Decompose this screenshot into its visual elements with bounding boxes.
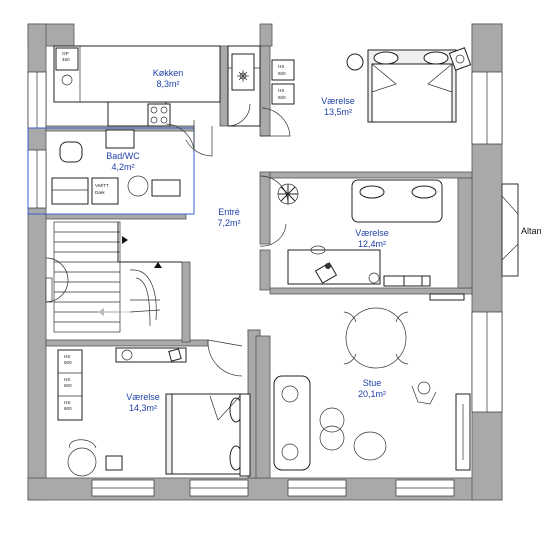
appliance-label: VM/TT: [95, 183, 109, 188]
reading-chair: [67, 439, 123, 477]
room-label-entry: Entré 7,2m²: [217, 207, 240, 228]
doors: [45, 103, 291, 377]
room-name: Værelse: [321, 96, 355, 106]
wardrobe: HS 600 HS 600 HS 600: [57, 349, 83, 421]
appliance-label: 600: [278, 71, 286, 76]
appliance-op: OP 450: [62, 51, 70, 62]
appliance-label: OP: [62, 51, 69, 56]
bathroom-fixtures: VM/TT Dæk: [51, 129, 181, 205]
windows: [27, 71, 503, 497]
room-label-bedroom3: Værelse 14,3m²: [126, 392, 160, 413]
appliance-label: HS: [64, 377, 70, 382]
room-name: Bad/WC: [106, 151, 140, 161]
person-icon: [411, 381, 437, 405]
room-area: 7,2m²: [217, 218, 240, 228]
room-label-bedroom2: Værelse 12,4m²: [355, 228, 389, 249]
dining-table: [343, 307, 409, 369]
room-name: Værelse: [355, 228, 389, 238]
room-area: 13,5m²: [324, 107, 352, 117]
appliance-label: 600: [278, 95, 286, 100]
sofa-bed: [351, 179, 443, 223]
room-label-kitchen: Køkken 8,3m²: [153, 68, 184, 89]
room-label-living: Stue 20,1m²: [358, 378, 386, 399]
appliance-label: 600: [64, 406, 72, 411]
room-name: Køkken: [153, 68, 184, 78]
room-area: 20,1m²: [358, 389, 386, 399]
room-area: 8,3m²: [156, 79, 179, 89]
room-label-bath: Bad/WC 4,2m²: [106, 151, 140, 172]
appliance-label: 600: [64, 360, 72, 365]
balcony-label: Altan: [521, 226, 542, 236]
appliance-label: Dæk: [95, 190, 105, 195]
bathroom-outline: [27, 127, 195, 215]
room-area: 12,4m²: [358, 239, 386, 249]
balcony: Altan: [501, 183, 542, 277]
desk: [287, 245, 465, 301]
appliance-label: 600: [64, 383, 72, 388]
appliance-label: HS: [278, 88, 284, 93]
appliance-label: HS: [64, 400, 70, 405]
room-label-bedroom1: Værelse 13,5m²: [321, 96, 355, 117]
room-area: 14,3m²: [129, 403, 157, 413]
bed-double-1: [346, 47, 472, 123]
sun-icon: [237, 70, 249, 82]
stove-icon: [147, 103, 171, 127]
room-name: Værelse: [126, 392, 160, 402]
plant-icon: [277, 183, 299, 205]
appliance-label: HS: [278, 64, 284, 69]
staircase: [53, 221, 182, 333]
bed-double-3: [165, 393, 251, 477]
appliance-hs-1: HS 600 HS 600: [271, 59, 295, 105]
room-name: Stue: [363, 378, 382, 388]
shelf-3: [115, 347, 187, 363]
appliance-label: HS: [64, 354, 70, 359]
sofa: [273, 375, 387, 471]
tv-stand: [455, 393, 471, 471]
appliance-label: 450: [62, 57, 70, 62]
room-area: 4,2m²: [111, 162, 134, 172]
room-name: Entré: [218, 207, 240, 217]
